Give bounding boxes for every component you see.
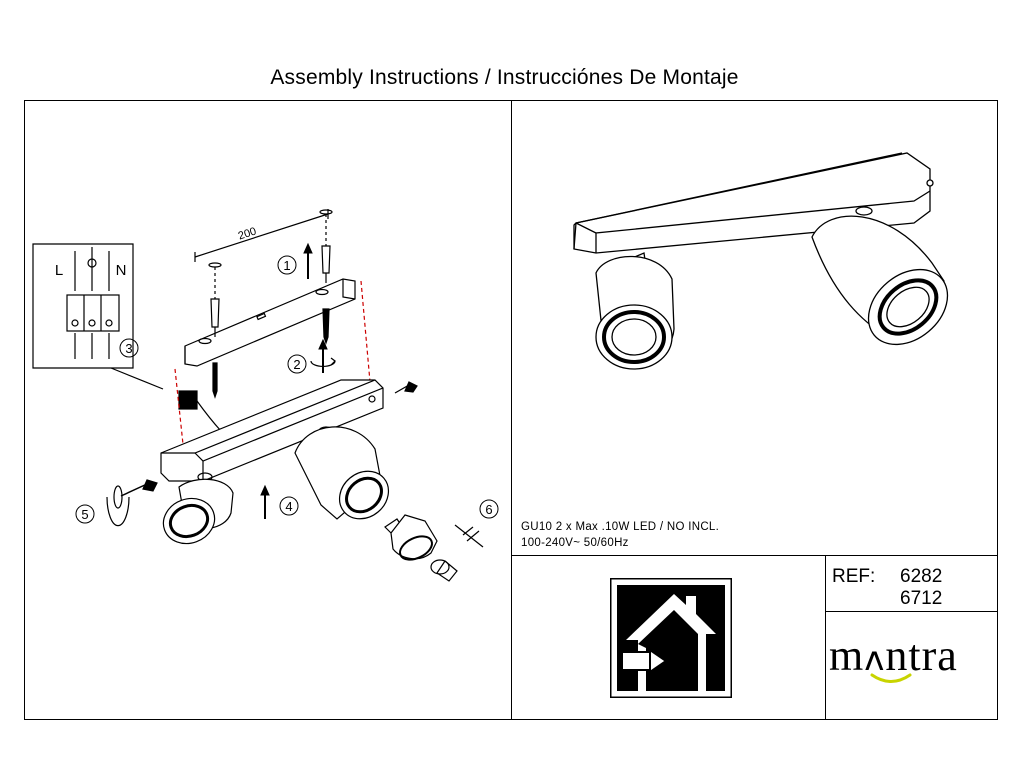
divider-vertical-main: [511, 100, 512, 720]
divider-ref-brand: [825, 611, 998, 612]
step-6-label: 6: [485, 502, 492, 517]
brand-smile-mark: [870, 673, 912, 683]
page-title: Assembly Instructions / Instrucciónes De…: [270, 66, 739, 89]
indoor-use-icon: [610, 578, 732, 698]
step-2-label: 2: [293, 357, 300, 372]
brand-logo: mʌntra: [829, 630, 958, 681]
spec-voltage: 100-240V~ 50/60Hz: [521, 537, 629, 549]
divider-vertical-bottom: [825, 555, 826, 720]
ref-label: REF:: [832, 566, 876, 587]
brand-glyph: ʌ: [864, 639, 886, 679]
step-1-label: 1: [283, 258, 290, 273]
brand-suffix: ntra: [885, 631, 958, 680]
wire-label-live: L: [55, 262, 63, 279]
spec-bulb: GU10 2 x Max .10W LED / NO INCL.: [521, 521, 720, 533]
wire-label-neutral: N: [116, 262, 127, 279]
ref-code-1: 6282: [900, 566, 943, 587]
step-5-label: 5: [81, 507, 88, 522]
step-4-label: 4: [285, 499, 292, 514]
ref-code-2: 6712: [900, 588, 943, 609]
assembly-diagram: 200 L N 1 2 3 4 5 6: [32, 209, 499, 582]
product-illustration: [573, 152, 949, 370]
dimension-label: 200: [237, 225, 258, 242]
step-3-label: 3: [125, 341, 132, 356]
divider-horizontal-right: [511, 555, 998, 556]
brand-prefix: m: [829, 631, 865, 680]
